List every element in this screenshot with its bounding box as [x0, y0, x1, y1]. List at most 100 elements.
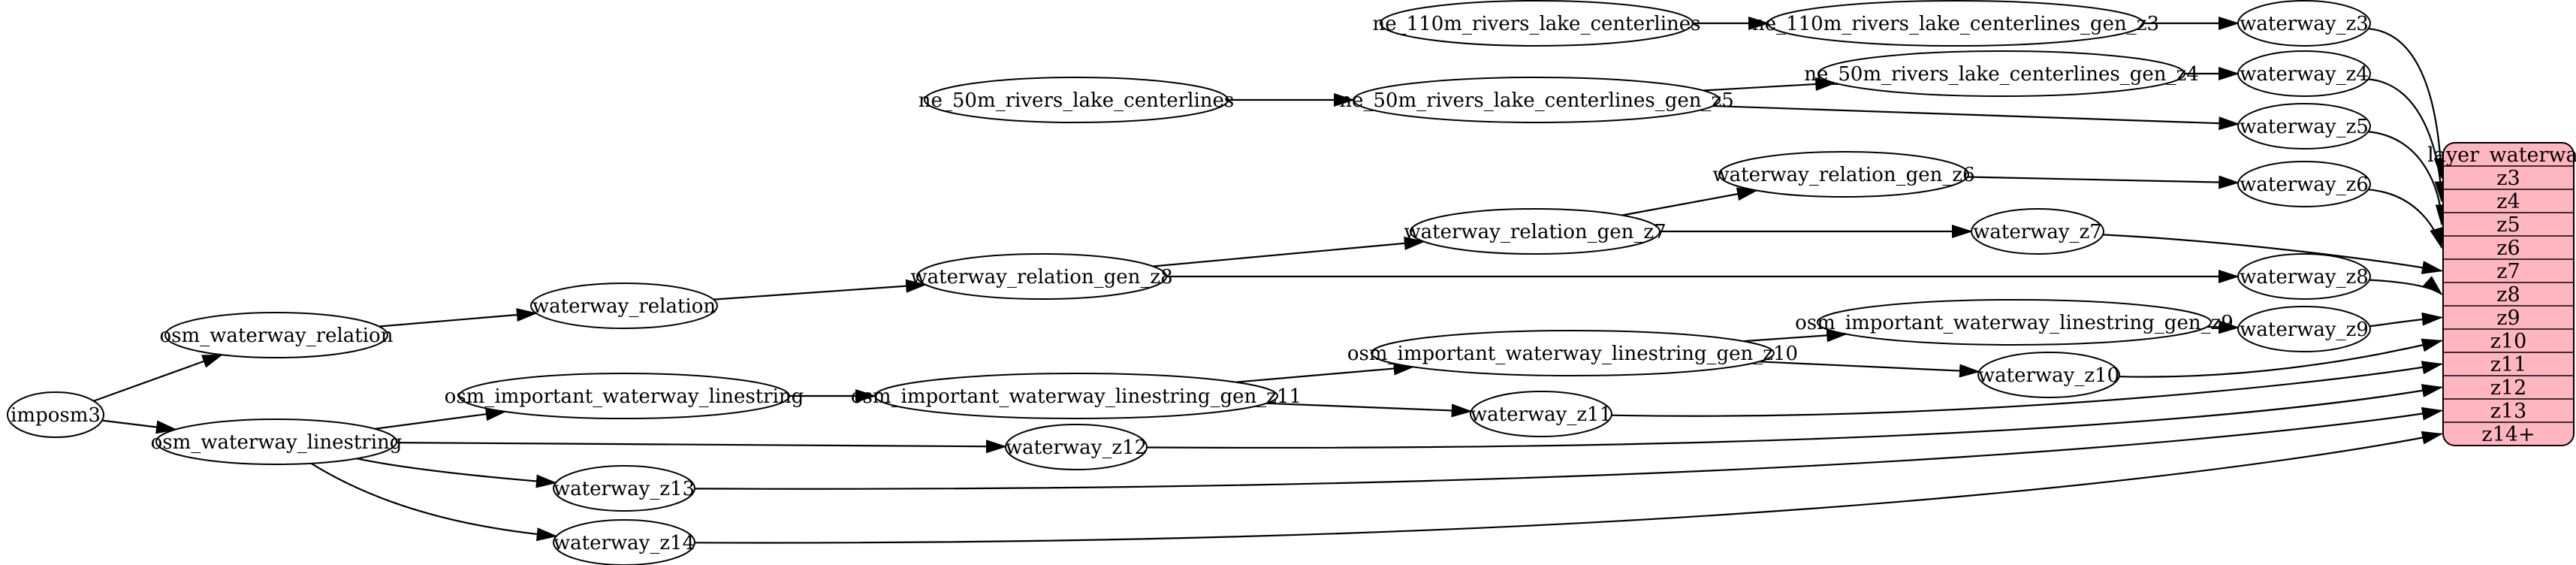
edge-waterway_z7-to-row-z7: [2102, 234, 2443, 274]
node-osm_waterway_relation: osm_waterway_relation: [160, 312, 394, 358]
layer-waterway-table: layer_waterwayz3z4z5z6z7z8z9z10z11z12z13…: [2427, 142, 2576, 446]
node-ellipse: [2237, 161, 2371, 207]
node-waterway_z10: waterway_z10: [1977, 352, 2120, 398]
node-label: waterway_relation_gen_z8: [910, 266, 1172, 289]
node-osm_important_waterway_linestring_gen_z11: osm_important_waterway_linestring_gen_z1…: [851, 373, 1302, 419]
node-ellipse: [1470, 391, 1612, 437]
node-label: waterway_z8: [2240, 266, 2369, 289]
node-ellipse: [1977, 352, 2120, 398]
edge-osm_important_waterway_linestring_gen_z9-to-waterway_z9: [2206, 320, 2240, 334]
node-ellipse: [2237, 50, 2371, 97]
node-label: waterway_z13: [554, 478, 695, 500]
node-label: waterway_z12: [1006, 437, 1147, 459]
table-row-z14+: z14+: [2481, 423, 2535, 446]
node-waterway_z3: waterway_z3: [2237, 0, 2371, 47]
node-ellipse: [155, 418, 397, 465]
node-label: waterway_relation_gen_z7: [1404, 221, 1666, 243]
table-row-z9: z9: [2496, 307, 2520, 330]
node-waterway_relation: waterway_relation: [530, 282, 718, 329]
node-ellipse: [1718, 151, 1969, 198]
node-ellipse: [1971, 208, 2104, 255]
node-waterway_z5: waterway_z5: [2237, 103, 2371, 150]
edge-waterway_z11-to-row-z11: [1611, 361, 2443, 417]
node-label: waterway_z5: [2240, 116, 2369, 138]
edges-layer: [93, 17, 2449, 544]
node-ellipse: [2237, 103, 2371, 150]
node-label: ne_50m_rivers_lake_centerlines_gen_z4: [1804, 63, 2199, 86]
node-label: waterway_z11: [1470, 403, 1612, 426]
node-ellipse: [530, 282, 718, 329]
node-ellipse: [2237, 306, 2371, 352]
edge-waterway_z9-to-row-z9: [2369, 312, 2443, 328]
edge-waterway_relation-to-waterway_relation_gen_z8: [713, 279, 928, 301]
node-label: waterway_z7: [1973, 221, 2102, 243]
node-imposm3: imposm3: [7, 391, 104, 438]
node-waterway_z9: waterway_z9: [2237, 306, 2371, 352]
node-label: waterway_relation_gen_z6: [1712, 164, 1974, 186]
node-label: waterway_z9: [2240, 319, 2369, 341]
node-ne_50m_rivers_lake_centerlines_gen_z5: ne_50m_rivers_lake_centerlines_gen_z5: [1339, 77, 1734, 123]
node-waterway_relation_gen_z6: waterway_relation_gen_z6: [1712, 151, 1975, 198]
table-row-z12: z12: [2490, 376, 2527, 400]
node-ellipse: [1410, 208, 1661, 255]
table-row-z11: z11: [2490, 353, 2527, 376]
node-label: osm_important_waterway_linestring_gen_z1…: [851, 385, 1302, 408]
node-label: osm_waterway_relation: [160, 325, 394, 347]
node-ellipse: [553, 465, 695, 512]
edge-waterway_z13-to-row-z13: [694, 406, 2443, 490]
edge-osm_important_waterway_linestring_gen_z11-to-osm_important_waterway_linestring_gen_z10: [1235, 361, 1415, 383]
node-ne_110m_rivers_lake_centerlines: ne_110m_rivers_lake_centerlines: [1372, 0, 1701, 47]
node-ne_50m_rivers_lake_centerlines: ne_50m_rivers_lake_centerlines: [918, 77, 1234, 123]
table-row-z10: z10: [2490, 330, 2527, 353]
table-row-z5: z5: [2496, 213, 2520, 237]
edge-osm_waterway_linestring-to-osm_important_waterway_linestring: [374, 407, 507, 430]
node-label: waterway_z3: [2240, 13, 2369, 35]
node-label: ne_110m_rivers_lake_centerlines_gen_z3: [1752, 13, 2159, 35]
edge-ne_50m_rivers_lake_centerlines_gen_z5-to-ne_50m_rivers_lake_centerlines_gen_z4: [1703, 77, 1837, 92]
node-ellipse: [1817, 50, 2185, 97]
table-row-z4: z4: [2496, 190, 2520, 213]
node-waterway_z12: waterway_z12: [1005, 424, 1148, 470]
table-row-z8: z8: [2496, 283, 2520, 307]
node-label: imposm3: [11, 404, 101, 427]
table-row-z6: z6: [2496, 237, 2520, 260]
table-title: layer_waterway: [2427, 144, 2576, 167]
edge-osm_important_waterway_linestring_gen_z11-to-waterway_z11: [1266, 402, 1473, 418]
nodes-layer: imposm3osm_waterway_relationosm_waterway…: [7, 0, 2371, 565]
node-ellipse: [1371, 330, 1775, 376]
edge-osm_waterway_linestring-to-waterway_z14: [310, 462, 558, 542]
node-ne_110m_rivers_lake_centerlines_gen_z3: ne_110m_rivers_lake_centerlines_gen_z3: [1752, 0, 2159, 47]
table-row-z3: z3: [2496, 167, 2520, 190]
node-label: waterway_z6: [2240, 174, 2369, 196]
edge-waterway_z14-to-row-z14+: [694, 431, 2443, 544]
edge-waterway_z6-to-row-z6: [2368, 189, 2443, 249]
node-osm_important_waterway_linestring_gen_z10: osm_important_waterway_linestring_gen_z1…: [1347, 330, 1798, 376]
edge-waterway_z12-to-row-z12: [1146, 384, 2443, 449]
edge-imposm3-to-osm_waterway_relation: [93, 354, 224, 402]
table-row-z7: z7: [2496, 260, 2520, 283]
node-ne_50m_rivers_lake_centerlines_gen_z4: ne_50m_rivers_lake_centerlines_gen_z4: [1804, 50, 2199, 97]
node-waterway_z6: waterway_z6: [2237, 161, 2371, 207]
table-row-z13: z13: [2490, 400, 2527, 423]
edge-osm_important_waterway_linestring_gen_z10-to-osm_important_waterway_linestring_gen_z9: [1743, 328, 1848, 343]
node-ellipse: [924, 77, 1229, 123]
node-ellipse: [1353, 77, 1721, 123]
node-osm_important_waterway_linestring_gen_z9: osm_important_waterway_linestring_gen_z9: [1795, 299, 2234, 346]
node-label: waterway_z10: [1978, 364, 2119, 387]
edge-imposm3-to-osm_waterway_linestring: [101, 419, 177, 434]
edge-waterway_z5-to-row-z5: [2368, 131, 2449, 226]
node-ellipse: [2237, 0, 2371, 47]
node-ellipse: [7, 391, 104, 438]
node-osm_important_waterway_linestring: osm_important_waterway_linestring: [445, 373, 804, 419]
node-ellipse: [916, 253, 1167, 300]
edge-ne_50m_rivers_lake_centerlines_gen_z5-to-waterway_z5: [1713, 104, 2240, 131]
edge-waterway_relation_gen_z6-to-waterway_z6: [1967, 175, 2240, 189]
node-ellipse: [1817, 299, 2212, 346]
edge-waterway_relation_gen_z7-to-waterway_relation_gen_z6: [1621, 187, 1758, 216]
node-ellipse: [1767, 0, 2144, 47]
node-label: waterway_z14: [554, 532, 695, 554]
node-label: osm_important_waterway_linestring_gen_z1…: [1347, 343, 1798, 365]
node-waterway_z14: waterway_z14: [553, 519, 695, 565]
